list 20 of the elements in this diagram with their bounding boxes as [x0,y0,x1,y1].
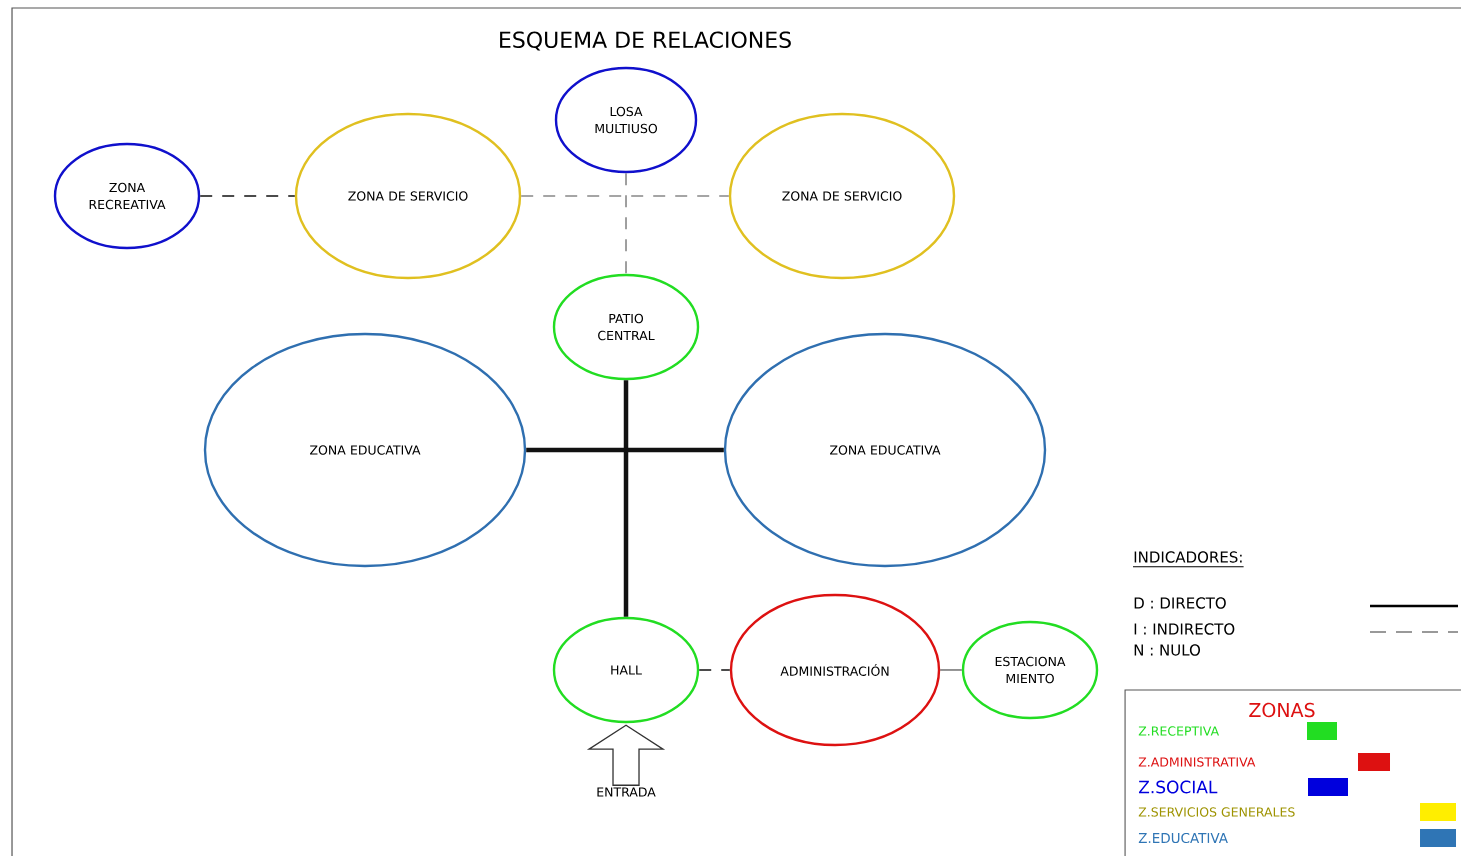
legend-title: ZONAS [1249,702,1315,718]
entrance-arrow [586,724,666,786]
legend-text: Z.SOCIAL [1139,780,1218,794]
connector-line [698,669,731,671]
connector-line [199,195,296,197]
connector-line [526,447,724,453]
legend-text: N : NULO [1134,644,1200,656]
title: ESQUEMA DE RELACIONES [500,31,791,51]
legend-text: D : DIRECTO [1134,597,1226,609]
connector-line [939,669,963,671]
connector-line [623,380,629,617]
legend-text: Z.EDUCATIVA [1138,832,1228,844]
legend-heading: INDICADORES: [1134,551,1242,563]
entrance-label: ENTRADA [597,787,656,797]
legend-text: Z.ADMINISTRATIVA [1138,757,1256,767]
legend-text: I : INDIRECTO [1134,623,1235,635]
legend-text: Z.SERVICIOS GENERALES [1138,807,1295,817]
legend-text: Z.RECEPTIVA [1138,726,1220,736]
connector-line [625,172,627,275]
connector-line [520,195,730,197]
